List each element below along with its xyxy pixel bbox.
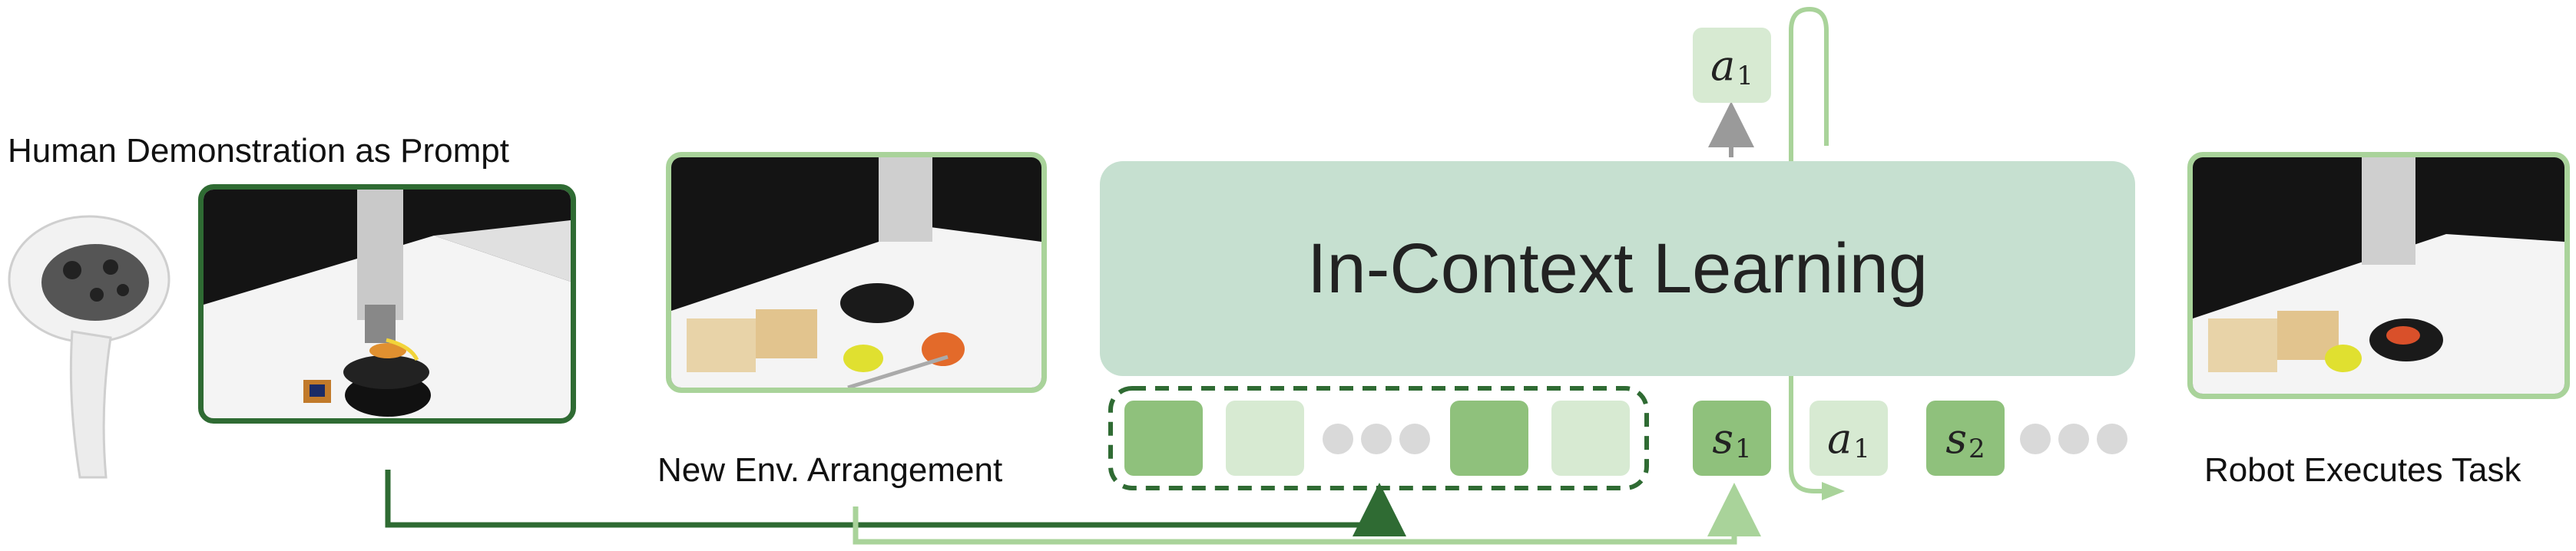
- prompt-state-token: [1124, 401, 1203, 476]
- icl-title: In-Context Learning: [1306, 229, 1929, 308]
- new-env-label: New Env. Arrangement: [657, 451, 1003, 489]
- prompt-state-token: [1450, 401, 1528, 476]
- prompt-action-token: [1551, 401, 1630, 476]
- demo-to-prompt-arrow: [385, 470, 1406, 536]
- vr-controller-icon: [3, 209, 177, 485]
- sequence-ellipsis-dot: [2097, 424, 2127, 454]
- in-context-learning-block: In-Context Learning: [1100, 161, 2135, 376]
- prompt-ellipsis-dot: [1399, 424, 1430, 454]
- human-demo-label: Human Demonstration as Prompt: [8, 132, 509, 170]
- prompt-ellipsis-dot: [1323, 424, 1353, 454]
- human-demo-image: [198, 184, 576, 424]
- robot-exec-image: [2187, 152, 2570, 399]
- robot-exec-label: Robot Executes Task: [2204, 451, 2521, 489]
- prompt-action-token: [1226, 401, 1304, 476]
- prompt-token-group: [1108, 386, 1649, 490]
- sequence-ellipsis-dot: [2058, 424, 2089, 454]
- env-to-s1-arrow: [853, 483, 1761, 545]
- action-feedback-loop: [1789, 6, 1837, 493]
- sequence-ellipsis-dot: [2020, 424, 2051, 454]
- action-feedback-arrowhead: [1822, 482, 1845, 500]
- new-env-image: [666, 152, 1047, 393]
- prompt-ellipsis-dot: [1361, 424, 1392, 454]
